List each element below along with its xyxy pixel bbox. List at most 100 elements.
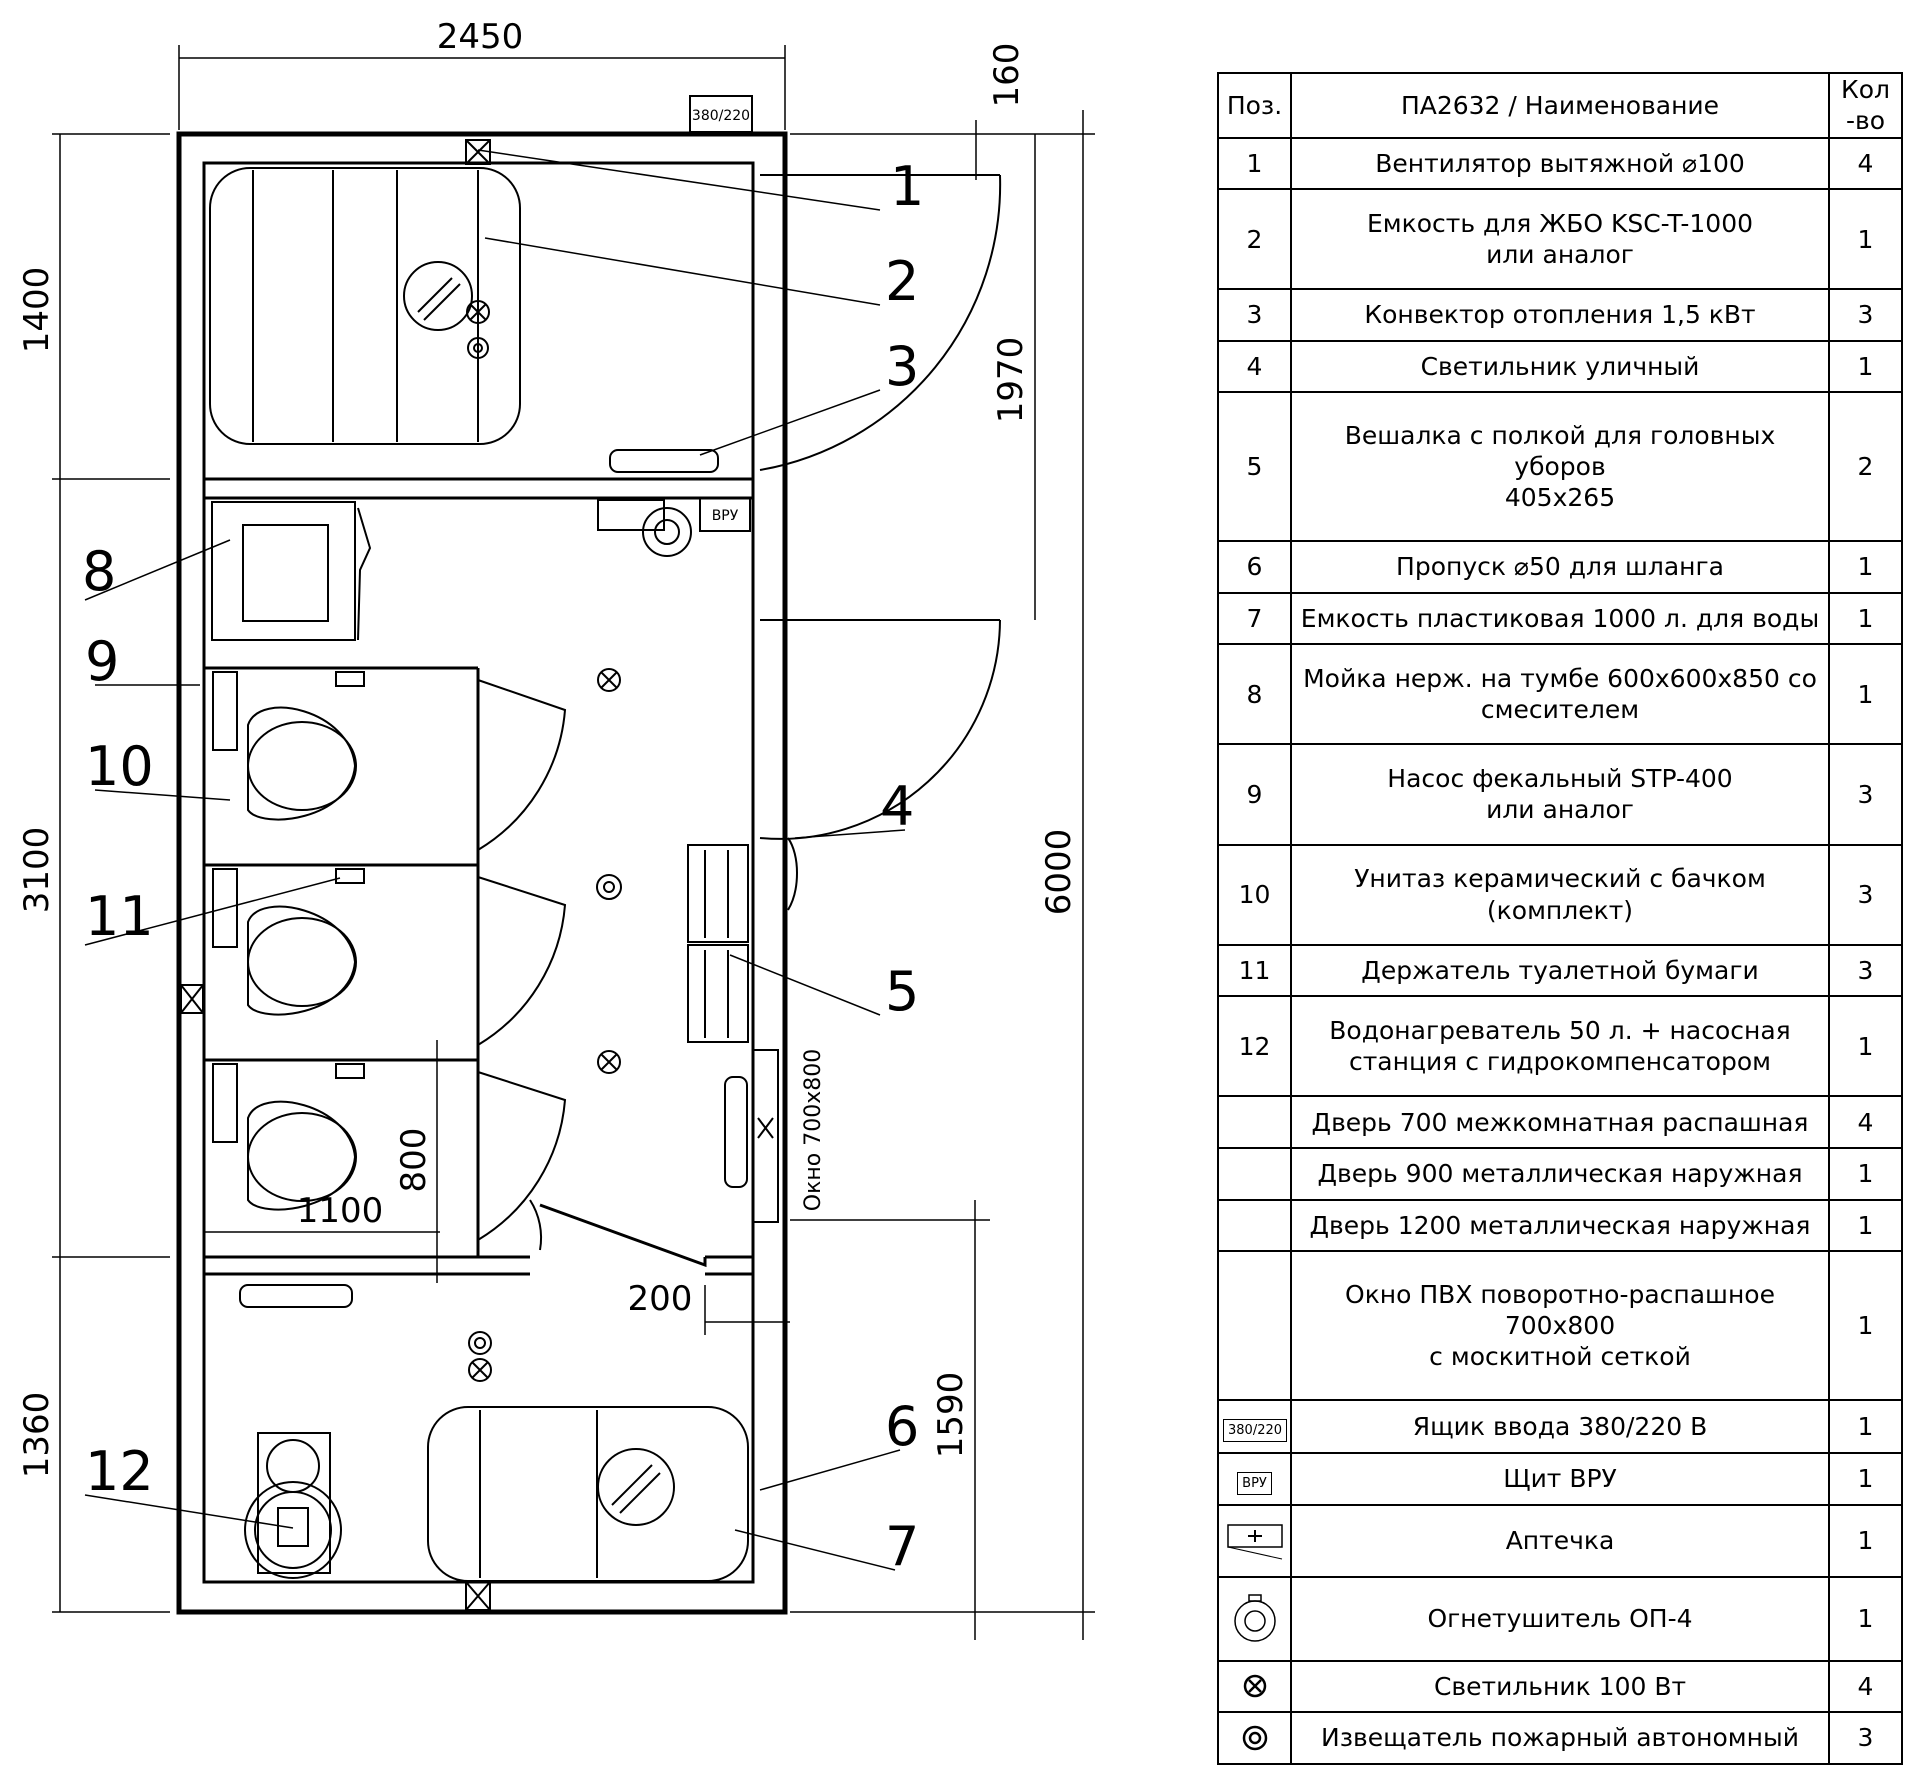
row-name: Дверь 700 межкомнатная распашная [1290,1095,1830,1150]
door-swing [477,679,567,851]
row-qty: 1 [1828,339,1903,394]
header-qty-line1: Кол [1840,75,1891,104]
callout-3: 3 [885,335,919,398]
callout-10: 10 [85,735,154,798]
fire-extinguisher [642,507,692,557]
row-name: Ящик ввода 380/220 В [1290,1398,1830,1454]
header-pos: Поз. [1217,72,1292,139]
vru-panel-icon: ВРУ [1237,1472,1272,1495]
callout-2: 2 [885,250,919,313]
row-qty: 4 [1828,136,1903,191]
row-name: Конвектор отопления 1,5 кВт [1290,288,1830,342]
row-pos: ВРУ [1217,1451,1292,1507]
coat-hanger [687,844,749,943]
row-pos [1217,1147,1292,1201]
waste-tank [209,167,521,445]
power-box-icon: 380/220 [1223,1419,1288,1443]
row-qty: 1 [1828,540,1903,594]
table-header-row: Поз. ПА2632 / Наименование Кол-во [1217,72,1903,139]
row-qty: 3 [1828,743,1903,846]
row-qty: 1 [1828,188,1903,291]
row-name: Щит ВРУ [1290,1451,1830,1507]
floor-plan: 2450 160 1400 3100 1360 6000 1970 1590 1… [17,17,1095,1640]
exterior-door-swing [759,174,1002,471]
dim-overall-length: 6000 [1039,829,1079,916]
row-qty: 3 [1828,288,1903,342]
dim-cabin-width: 1100 [297,1191,384,1231]
row-pos: 1 [1217,136,1292,191]
row-pos: 5 [1217,391,1292,543]
row-qty: 1 [1828,995,1903,1098]
vru-box [699,497,751,532]
row-pos: 380/220 [1217,1398,1292,1454]
water-heater [257,1432,331,1574]
window-label: Окно 700х800 [801,1049,826,1211]
callout-7: 7 [885,1515,919,1578]
light-fixture-icon [1223,1671,1286,1701]
smoke-detector [596,874,622,900]
row-pos [1217,1504,1292,1578]
dim-section-top: 1400 [17,267,57,354]
row-pos [1217,1575,1292,1662]
row-name: Держатель туалетной бумаги [1290,943,1830,998]
row-pos: 10 [1217,843,1292,946]
row-pos: 8 [1217,643,1292,746]
light-fixture [597,668,621,692]
row-qty: 1 [1828,643,1903,746]
row-qty: 1 [1828,1147,1903,1201]
dim-overall-width: 2450 [437,17,524,57]
row-pos: 3 [1217,288,1292,342]
row-qty: 4 [1828,1659,1903,1714]
row-name: Светильник уличный [1290,339,1830,394]
row-name: Пропуск ⌀50 для шланга [1290,540,1830,594]
header-qty: Кол-во [1828,72,1903,139]
first-aid-kit-icon [1223,1519,1286,1563]
callout-8: 8 [82,540,116,603]
row-name: Аптечка [1290,1504,1830,1578]
header-name: ПА2632 / Наименование [1290,72,1830,139]
dim-cabin-depth: 800 [394,1128,434,1193]
row-pos [1217,1250,1292,1401]
dim-partition: 200 [628,1279,693,1319]
callout-11: 11 [85,885,154,948]
row-name: Вентилятор вытяжной ⌀100 [1290,136,1830,191]
callout-4: 4 [880,775,914,838]
callout-6: 6 [885,1395,919,1458]
dim-right-lower: 1590 [931,1372,971,1459]
row-pos: 7 [1217,591,1292,646]
row-name: Дверь 1200 металлическая наружная [1290,1198,1830,1253]
row-pos: 11 [1217,943,1292,998]
outer-wall [176,131,788,1615]
header-qty-line2: -во [1845,106,1886,136]
water-tank [427,1406,749,1582]
power-box [689,95,753,133]
row-pos: 4 [1217,339,1292,394]
row-pos: 9 [1217,743,1292,846]
callout-5: 5 [885,960,919,1023]
callout-12: 12 [85,1440,154,1503]
row-name: Емкость пластиковая 1000 л. для воды [1290,591,1830,646]
row-name: Дверь 900 металлическая наружная [1290,1147,1830,1201]
row-qty: 1 [1828,1398,1903,1454]
row-qty: 1 [1828,1575,1903,1662]
